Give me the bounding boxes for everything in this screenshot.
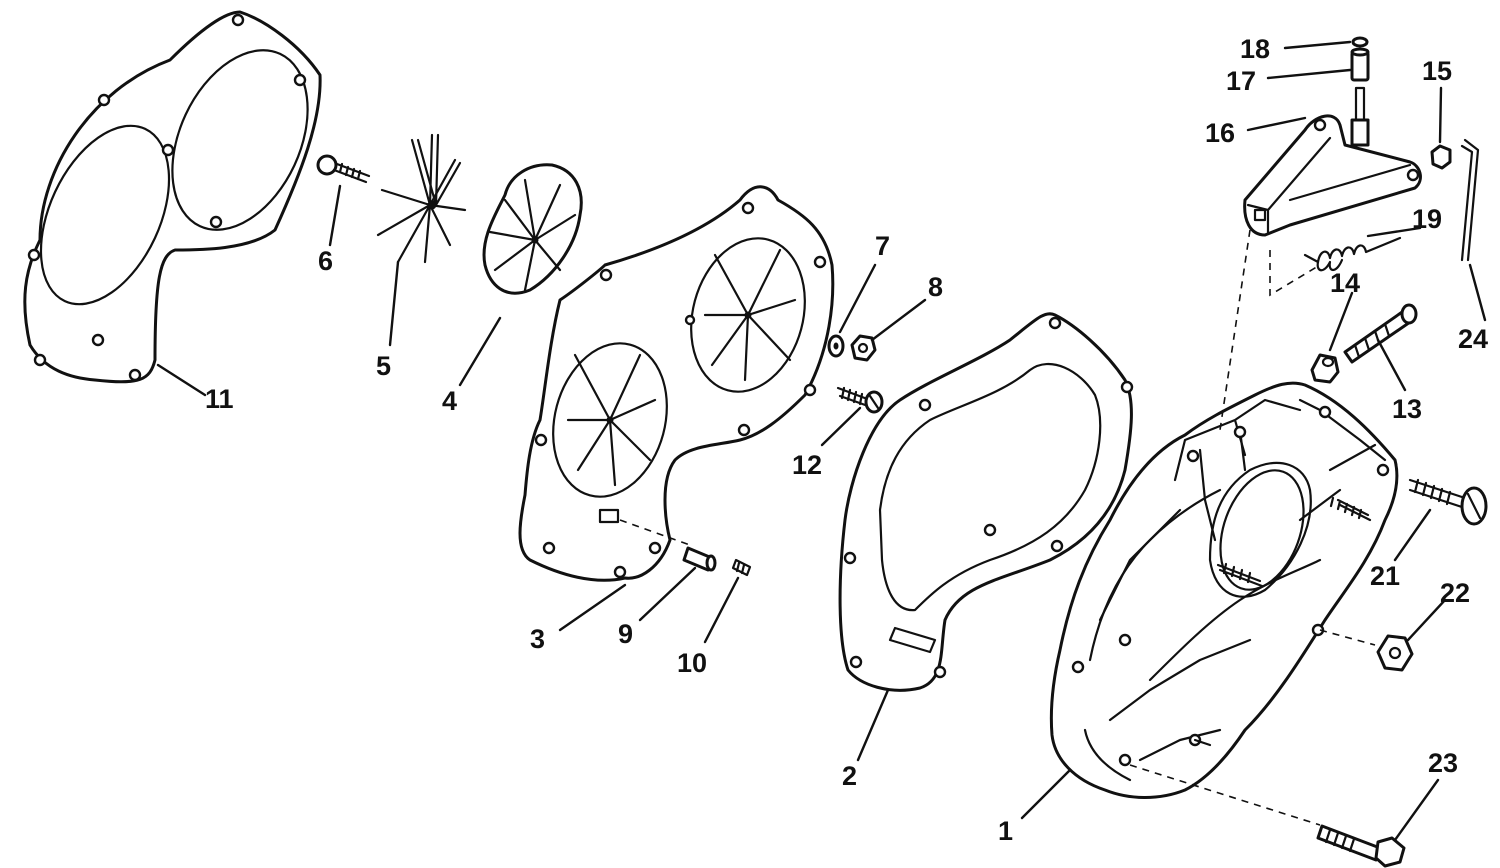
callout-labels: 11 6 5 4 3 9 10 7 8 12 2 1 18 17 16 15 1…: [205, 34, 1488, 846]
screw-13: [1343, 303, 1418, 364]
bolt-23: [1316, 824, 1406, 868]
nut-15: [1430, 144, 1452, 170]
callout-19: 19: [1412, 204, 1442, 234]
leader-2: [856, 688, 890, 762]
gasket-12: [23, 10, 322, 384]
callout-11: 12: [792, 450, 822, 480]
nut-8: [850, 334, 877, 362]
callout-6: 6: [318, 246, 333, 276]
leader-10: [703, 576, 740, 644]
callout-23: 23: [1428, 748, 1458, 778]
leader-18: [1283, 40, 1352, 50]
leader-19: [1366, 226, 1422, 238]
callout-21: 21: [1370, 561, 1400, 591]
callout-16: 16: [1205, 118, 1235, 148]
leader-7: [838, 263, 877, 334]
leader-5: [388, 260, 400, 347]
leader-3: [558, 583, 627, 632]
callout-9: 9: [618, 619, 633, 649]
leader-23: [1393, 778, 1440, 842]
callout-4: 4: [442, 386, 457, 416]
leader-lines: [156, 40, 1487, 842]
callout-1: 1: [998, 816, 1013, 846]
callout-24: 24: [1458, 324, 1488, 354]
leader-6: [328, 184, 342, 247]
callout-2: 2: [842, 761, 857, 791]
pin-9: [682, 546, 717, 572]
callout-22: 22: [1440, 578, 1470, 608]
valve-plate-3: [518, 185, 835, 582]
callout-18: 18: [1240, 34, 1270, 64]
pump-body-1: [1049, 381, 1399, 799]
screw-6: [316, 154, 371, 184]
leader-22: [1406, 598, 1447, 642]
washer-18: [1351, 36, 1369, 48]
gasket-2: [838, 312, 1134, 692]
alignment-line-1b: [1269, 250, 1321, 297]
fitting-14: [1310, 353, 1340, 384]
callout-7: 7: [875, 231, 890, 261]
valve-disc-4: [482, 163, 583, 295]
screw-11: [836, 386, 884, 414]
leader-14: [1328, 291, 1354, 352]
leader-13: [1376, 338, 1407, 392]
lockwasher-7: [827, 334, 845, 358]
leader-4: [458, 316, 502, 387]
leader-17: [1266, 68, 1352, 80]
leader-16: [1246, 116, 1307, 132]
leader-1: [1020, 768, 1072, 820]
callout-3: 3: [530, 624, 545, 654]
leader-15: [1438, 86, 1443, 144]
callout-13: 13: [1392, 394, 1422, 424]
rod-24: [1460, 138, 1480, 262]
valve-star-5: [376, 133, 467, 264]
callout-8: 8: [928, 272, 943, 302]
leader-24: [1468, 263, 1487, 322]
leader-21: [1393, 508, 1432, 562]
spring-19: [1303, 236, 1402, 272]
screw-21: [1408, 478, 1488, 526]
screw-10: [731, 558, 752, 577]
alignment-line-22: [1319, 629, 1376, 646]
nut-22: [1376, 634, 1414, 672]
callout-10: 10: [677, 648, 707, 678]
leader-9: [638, 566, 697, 622]
leader-11: [820, 406, 862, 447]
callout-14: 14: [1330, 268, 1360, 298]
lever-16: [1243, 86, 1422, 237]
leader-8: [870, 298, 927, 342]
bushing-17: [1350, 47, 1370, 82]
callout-17: 17: [1226, 66, 1256, 96]
callout-15: 15: [1422, 56, 1452, 86]
callout-5: 5: [376, 351, 391, 381]
leader-12: [156, 363, 207, 397]
callout-12: 11: [205, 384, 234, 414]
